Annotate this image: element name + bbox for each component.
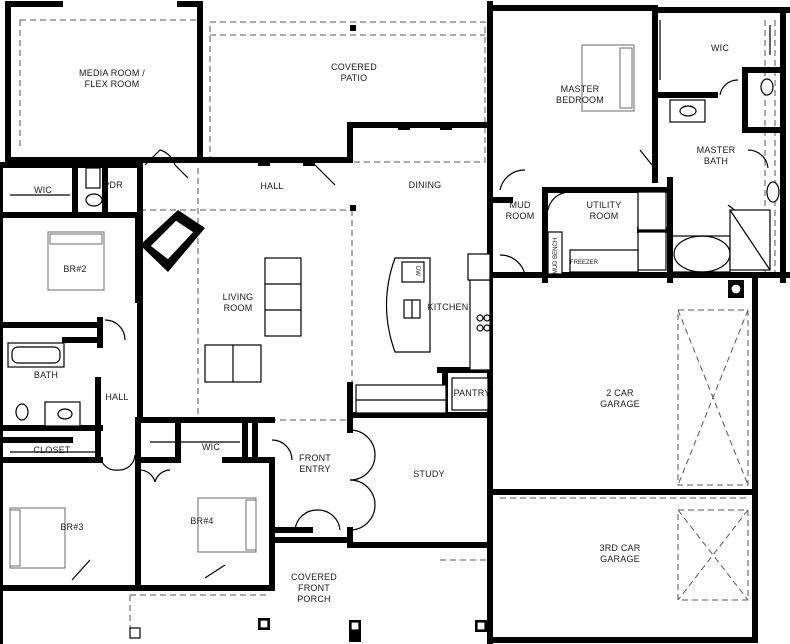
label-hall-left: HALL: [105, 392, 128, 402]
label-dining: DINING: [409, 180, 442, 190]
label-freezer: FREEZER: [570, 260, 599, 266]
label-hall-top: HALL: [260, 181, 283, 191]
columns: [129, 25, 744, 642]
label-br3: BR#3: [60, 522, 83, 532]
label-master-bath: MASTER: [697, 145, 736, 155]
label-utility-room: UTILITY: [587, 200, 622, 210]
label-3rd-car-garage-2: GARAGE: [600, 554, 640, 564]
label-front-entry-2: ENTRY: [299, 464, 330, 474]
room-labels: MEDIA ROOM / FLEX ROOM COVERED PATIO MAS…: [33, 43, 735, 604]
label-pdr: PDR: [103, 180, 123, 190]
label-living-room: LIVING: [223, 292, 254, 302]
label-covered-front-porch: COVERED: [291, 572, 337, 582]
label-pantry: PANTRY: [454, 388, 491, 398]
label-3rd-car-garage: 3RD CAR: [600, 543, 641, 553]
label-master-bedroom: MASTER: [561, 84, 600, 94]
label-covered-front-porch-3: PORCH: [297, 594, 331, 604]
label-master-bedroom-2: BEDROOM: [556, 95, 604, 105]
dashed-outlines: [19, 19, 776, 630]
label-living-room-2: ROOM: [224, 303, 253, 313]
label-wic-master: WIC: [711, 43, 729, 53]
label-covered-patio: COVERED: [331, 62, 377, 72]
label-media-room-2: FLEX ROOM: [85, 79, 140, 89]
label-br4: BR#4: [190, 516, 213, 526]
doors: [71, 79, 769, 581]
label-closet: CLOSET: [33, 445, 71, 455]
label-mud-room: MUD: [509, 200, 530, 210]
label-master-bath-2: BATH: [704, 156, 728, 166]
label-bath: BATH: [34, 370, 58, 380]
label-utility-room-2: ROOM: [590, 211, 619, 221]
label-media-room: MEDIA ROOM /: [79, 68, 145, 78]
label-covered-patio-2: PATIO: [341, 73, 368, 83]
label-dw: DW: [414, 266, 420, 276]
label-covered-front-porch-2: FRONT: [298, 583, 330, 593]
label-br2: BR#2: [63, 264, 86, 274]
label-study: STUDY: [413, 469, 445, 479]
label-mud-bench: MUD BENCH: [553, 238, 559, 274]
label-kitchen: KITCHEN: [428, 302, 469, 312]
label-wic-left: WIC: [34, 185, 52, 195]
label-wic-br4: WIC: [202, 442, 220, 452]
label-front-entry: FRONT: [299, 453, 331, 463]
fixtures: [7, 20, 780, 569]
label-2-car-garage-2: GARAGE: [600, 399, 640, 409]
label-mud-room-2: ROOM: [506, 211, 535, 221]
label-2-car-garage: 2 CAR: [606, 388, 634, 398]
